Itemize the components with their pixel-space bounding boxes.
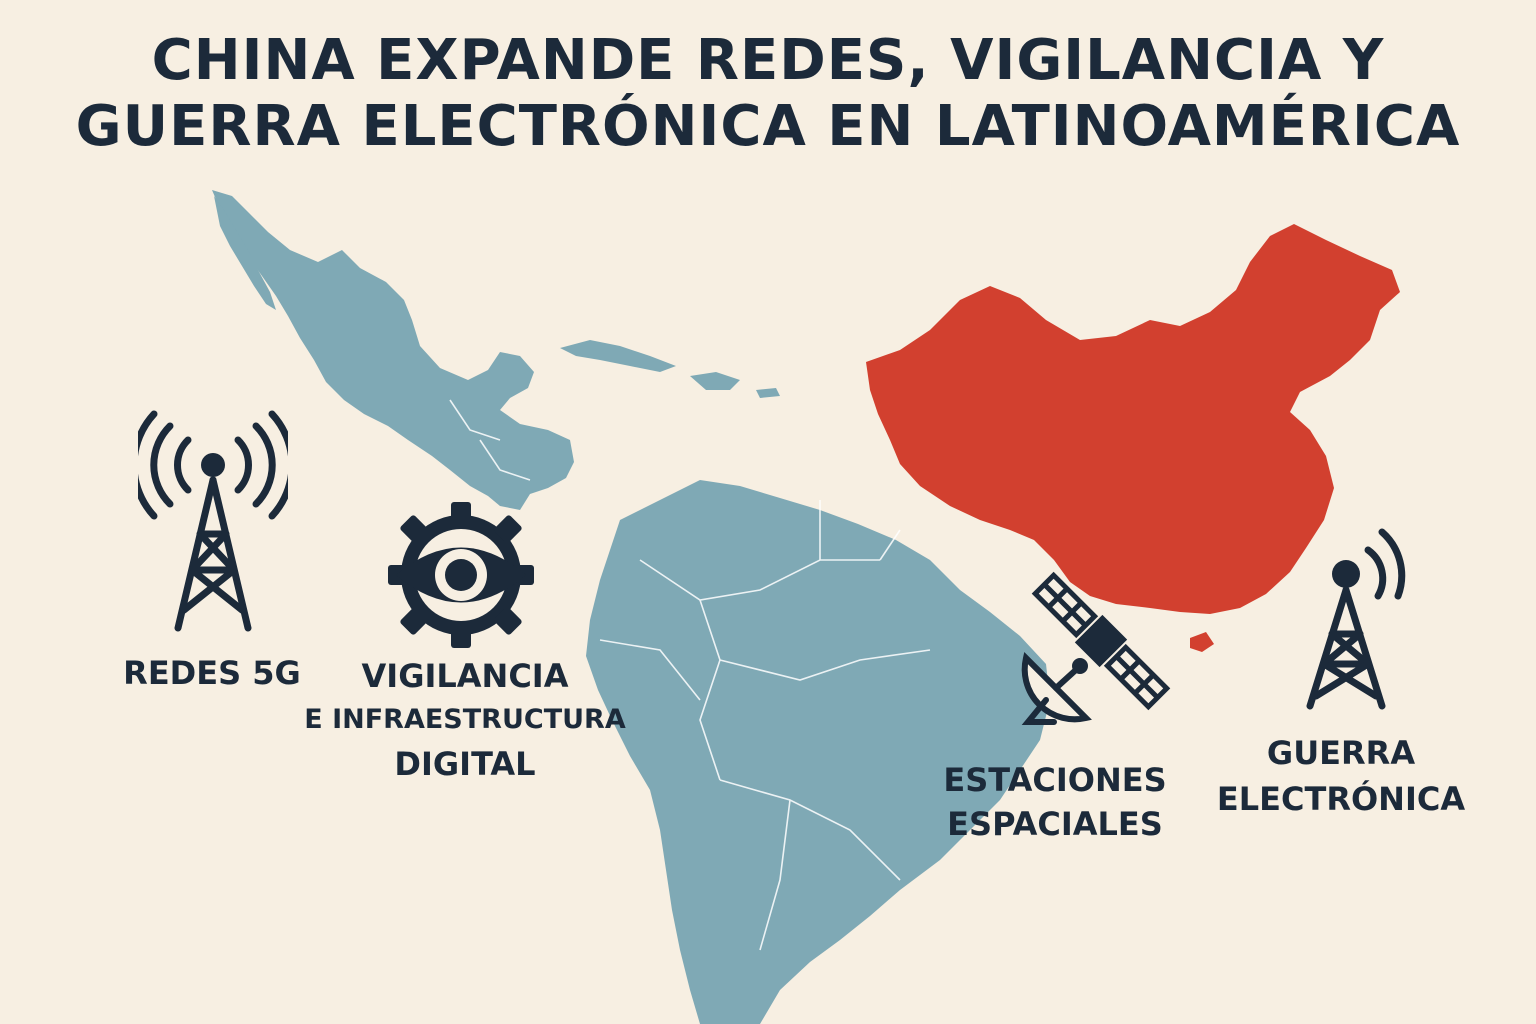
china-map bbox=[866, 224, 1400, 614]
hainan-map bbox=[1190, 632, 1214, 652]
label-redes-5g: REDES 5G bbox=[112, 654, 312, 692]
label-vigilancia-line-1: VIGILANCIA bbox=[361, 657, 569, 695]
cuba-map bbox=[560, 340, 676, 372]
puerto-rico-map bbox=[756, 388, 780, 398]
label-estaciones-line-1: ESTACIONES bbox=[943, 761, 1167, 799]
title-line-2: GUERRA ELECTRÓNICA EN LATINOAMÉRICA bbox=[75, 94, 1461, 159]
cell-tower-icon bbox=[138, 410, 288, 632]
title-line-1: CHINA EXPANDE REDES, VIGILANCIA Y bbox=[151, 28, 1385, 93]
label-estaciones: ESTACIONES ESPACIALES bbox=[930, 758, 1180, 846]
label-vigilancia: VIGILANCIA E INFRAESTRUCTURA DIGITAL bbox=[300, 654, 630, 786]
label-guerra-line-2: ELECTRÓNICA bbox=[1216, 780, 1466, 818]
radio-tower-icon bbox=[1293, 528, 1406, 710]
label-estaciones-line-2: ESPACIALES bbox=[947, 805, 1163, 843]
satellite-dish-icon bbox=[1021, 652, 1092, 725]
baja-california-map bbox=[214, 196, 276, 310]
eye-gear-icon bbox=[388, 502, 534, 648]
page-title: CHINA EXPANDE REDES, VIGILANCIA Y GUERRA… bbox=[0, 28, 1536, 160]
satellite-icon bbox=[1031, 571, 1171, 711]
label-redes-5g-text: REDES 5G bbox=[123, 654, 301, 692]
south-america-map bbox=[586, 480, 1050, 1024]
label-guerra: GUERRA ELECTRÓNICA bbox=[1206, 730, 1476, 822]
label-guerra-line-1: GUERRA bbox=[1266, 734, 1416, 772]
latam-borders bbox=[449, 399, 931, 951]
latam-north-map bbox=[212, 190, 574, 510]
label-vigilancia-line-3: DIGITAL bbox=[394, 745, 536, 783]
label-vigilancia-line-2: E INFRAESTRUCTURA bbox=[304, 704, 626, 735]
hispaniola-map bbox=[690, 372, 740, 390]
